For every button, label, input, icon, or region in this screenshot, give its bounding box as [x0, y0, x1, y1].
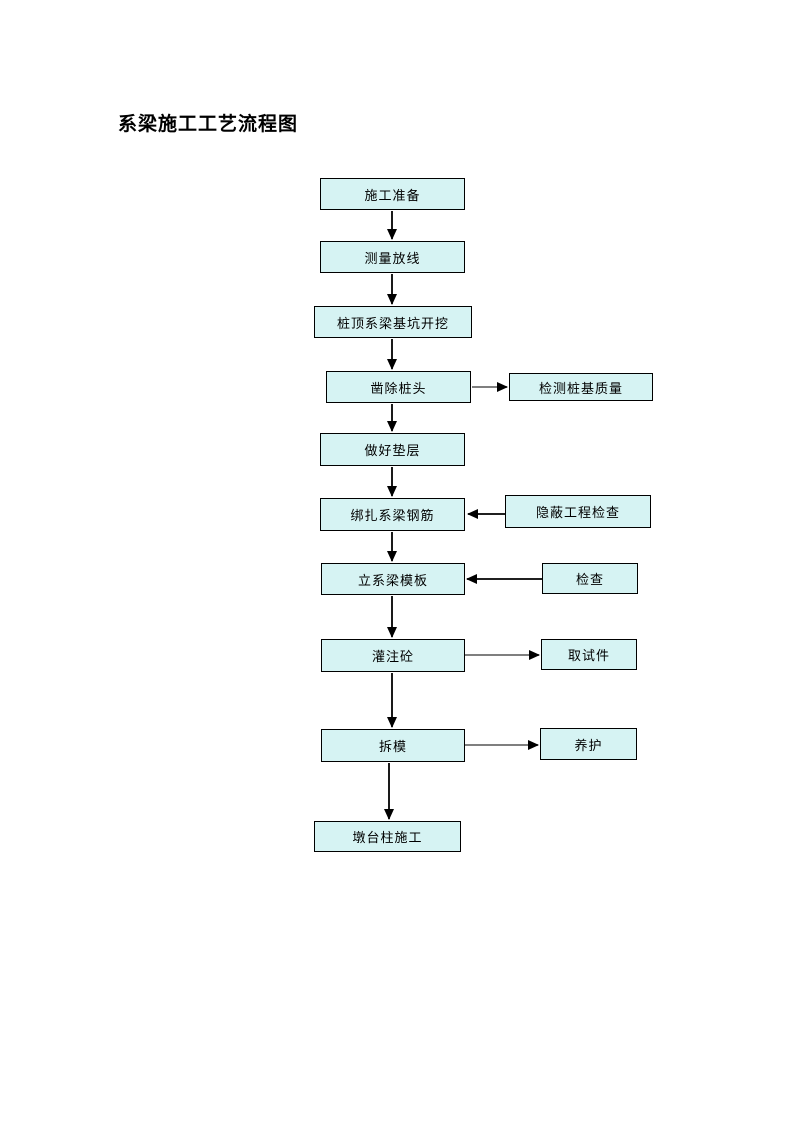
step-cushion-layer: 做好垫层 [320, 433, 465, 466]
step-formwork-removal: 拆模 [321, 729, 465, 762]
side-step-hidden-works-inspection: 隐蔽工程检查 [505, 495, 651, 528]
side-step-take-test-specimen: 取试件 [541, 639, 637, 670]
side-step-curing: 养护 [540, 728, 637, 760]
step-pier-column-construction: 墩台柱施工 [314, 821, 461, 852]
side-step-inspection: 检查 [542, 563, 638, 594]
step-tie-beam-rebar-binding: 绑扎系梁钢筋 [320, 498, 465, 531]
step-chisel-pile-head: 凿除桩头 [326, 371, 471, 403]
step-construction-preparation: 施工准备 [320, 178, 465, 210]
side-step-pile-quality-test: 检测桩基质量 [509, 373, 653, 401]
step-concrete-pouring: 灌注砼 [321, 639, 465, 672]
step-pile-top-tie-beam-pit-excavation: 桩顶系梁基坑开挖 [314, 306, 472, 338]
step-survey-layout: 测量放线 [320, 241, 465, 273]
page-title: 系梁施工工艺流程图 [118, 114, 299, 135]
step-tie-beam-formwork-erection: 立系梁模板 [321, 563, 465, 595]
